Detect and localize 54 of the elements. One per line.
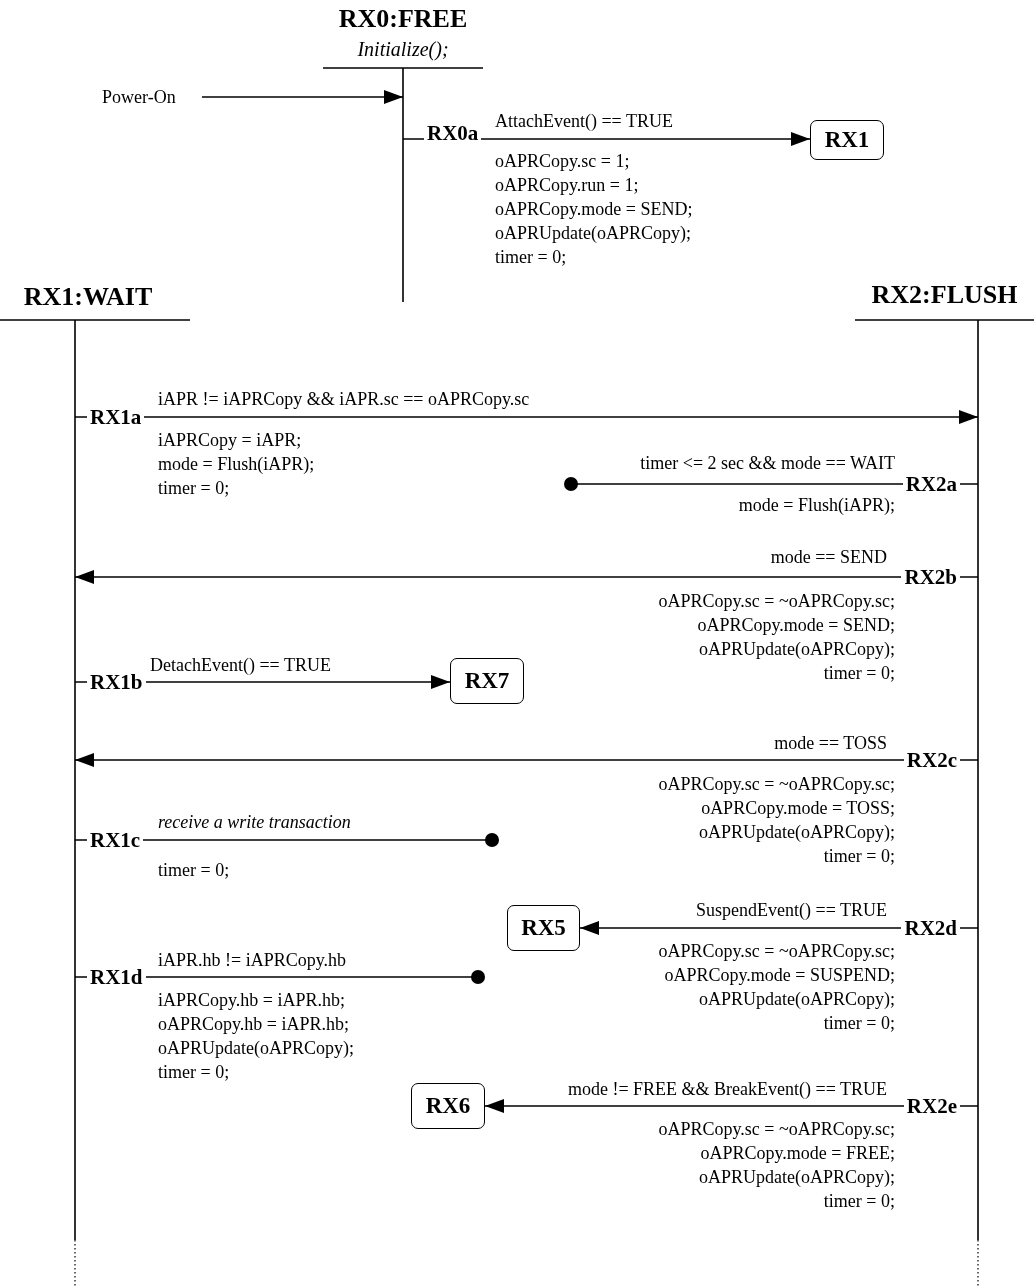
condition-label: iAPR != iAPRCopy && iAPR.sc == oAPRCopy.sc [158,388,530,410]
action-text: timer = 0; [823,845,895,867]
action-text: oAPRCopy.sc = ~oAPRCopy.sc; [658,1118,895,1140]
transition-arrow [201,90,404,104]
state-name: RX1:WAIT [22,282,154,312]
condition-label: mode == TOSS [774,732,887,754]
action-text: oAPRUpdate(oAPRCopy); [699,1166,895,1188]
action-text: oAPRUpdate(oAPRCopy); [495,222,691,244]
action-text: timer = 0; [158,477,230,499]
action-text: iAPRCopy = iAPR; [158,429,302,451]
action-text: oAPRCopy.mode = FREE; [700,1142,895,1164]
state-name: RX0:FREE [337,4,469,34]
condition-label: AttachEvent() == TRUE [495,110,673,132]
state-box: RX5 [507,905,580,951]
condition-label: timer <= 2 sec && mode == WAIT [640,452,895,474]
condition-label: mode != FREE && BreakEvent() == TRUE [567,1078,887,1100]
action-text: timer = 0; [158,859,230,881]
condition-label: iAPR.hb != iAPRCopy.hb [158,949,346,971]
action-text: oAPRCopy.mode = SUSPEND; [664,964,895,986]
action-text: oAPRCopy.run = 1; [495,174,639,196]
transition-arrow [74,410,979,424]
state-name: RX2:FLUSH [870,280,1019,310]
action-text: iAPRCopy.hb = iAPR.hb; [158,989,346,1011]
action-text: oAPRCopy.sc = 1; [495,150,630,172]
action-text: oAPRUpdate(oAPRCopy); [699,821,895,843]
action-text: timer = 0; [495,246,567,268]
action-text: oAPRUpdate(oAPRCopy); [699,638,895,660]
action-text: oAPRCopy.sc = ~oAPRCopy.sc; [658,773,895,795]
action-text: oAPRUpdate(oAPRCopy); [699,988,895,1010]
transition-arrow [74,753,979,767]
action-text: oAPRCopy.mode = TOSS; [701,797,895,819]
transition-arrow [484,1099,979,1113]
condition-label: SuspendEvent() == TRUE [696,899,887,921]
start-event-text: Power-On [102,86,176,108]
action-text: oAPRCopy.hb = iAPR.hb; [158,1013,350,1035]
state-box: RX6 [411,1083,485,1129]
entry-action: Initialize(); [356,38,450,60]
state-box: RX7 [450,658,524,704]
action-text: timer = 0; [823,662,895,684]
action-text: mode = Flush(iAPR); [158,453,315,475]
action-text: timer = 0; [823,1012,895,1034]
condition-label: mode == SEND [770,546,887,568]
condition-label: receive a write transaction [158,811,351,833]
action-text: timer = 0; [823,1190,895,1212]
action-text: oAPRCopy.sc = ~oAPRCopy.sc; [658,940,895,962]
condition-label: DetachEvent() == TRUE [150,654,331,676]
action-text: timer = 0; [158,1061,230,1083]
state-box: RX1 [810,120,884,160]
action-text: oAPRCopy.mode = SEND; [495,198,693,220]
action-text: oAPRUpdate(oAPRCopy); [158,1037,354,1059]
action-text: oAPRCopy.sc = ~oAPRCopy.sc; [658,590,895,612]
transition-arrow [74,570,979,584]
action-text: oAPRCopy.mode = SEND; [697,614,895,636]
action-text: mode = Flush(iAPR); [738,494,895,516]
